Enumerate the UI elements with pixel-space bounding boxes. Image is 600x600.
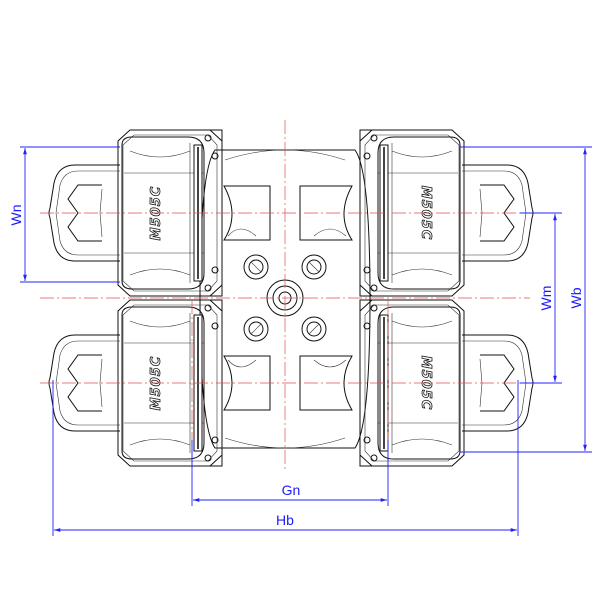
bolts bbox=[243, 254, 327, 342]
dimension-label-gn: Gn bbox=[282, 482, 301, 498]
dimension-lines bbox=[20, 146, 592, 536]
plate-slots bbox=[223, 185, 353, 411]
dimension-label-wn: Wn bbox=[8, 205, 24, 226]
dimension-label-wm: Wm bbox=[538, 286, 554, 311]
dimension-label-wb: Wb bbox=[568, 287, 584, 308]
center-lines bbox=[40, 120, 530, 470]
dimension-label-hb: Hb bbox=[276, 512, 294, 528]
